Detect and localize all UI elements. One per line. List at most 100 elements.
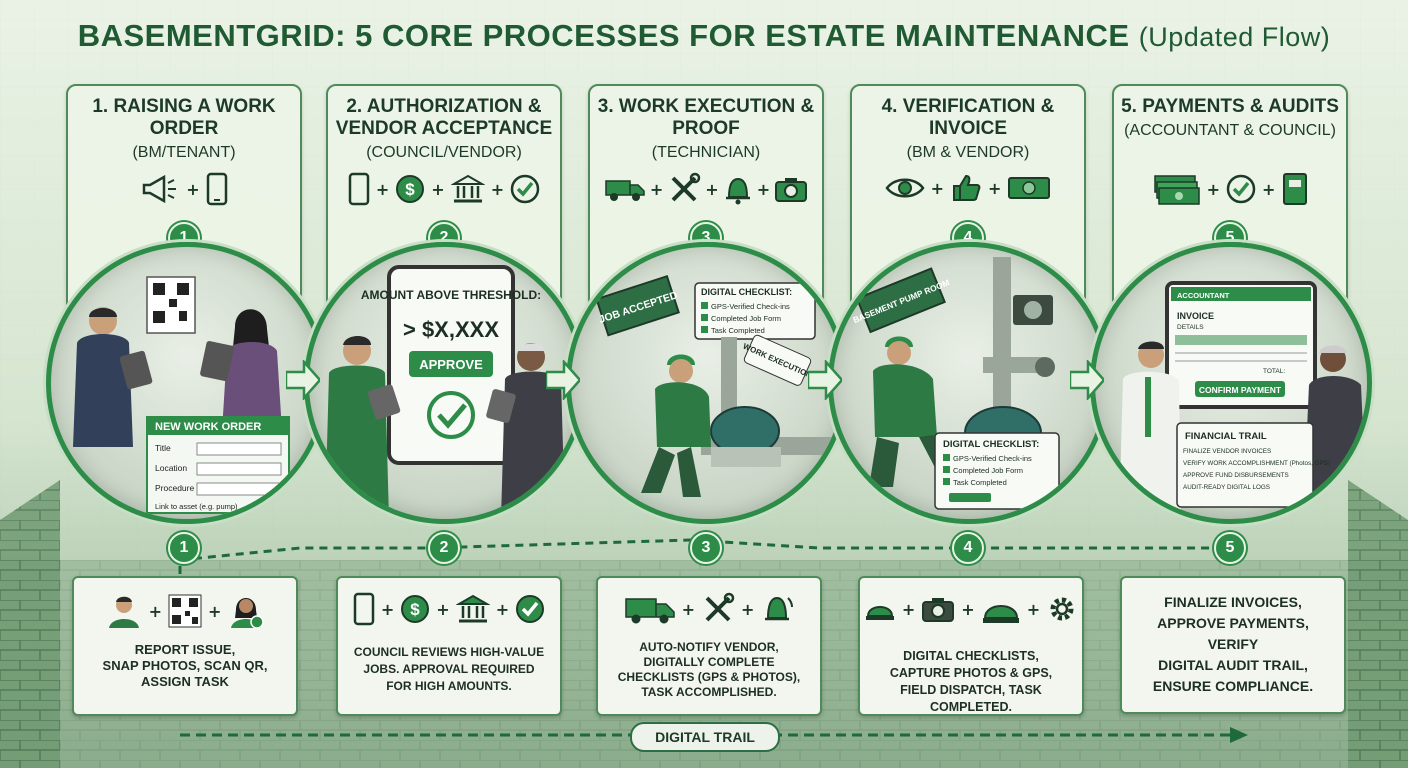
financial-trail-card — [1176, 422, 1314, 508]
approved-checkmark-icon — [427, 391, 475, 439]
trail-item: AUDIT-READY DIGITAL LOGS — [1183, 484, 1270, 491]
work-execution-bubble: WORK EXECUTION — [742, 334, 813, 386]
bank-icon — [450, 174, 485, 203]
monitor-header: ACCOUNTANT — [1177, 291, 1230, 300]
illustration-scene: BASEMENT PUMP ROOM DIGITAL CHECKLIST: GP… — [851, 257, 1060, 510]
step-summary-text: COUNCIL REVIEWS HIGH-VALUE JOBS. APPROVA… — [353, 645, 545, 693]
plus-sign: + — [1262, 179, 1276, 199]
trail-item: FINALIZE VENDOR INVOICES — [1183, 448, 1271, 455]
confirm-payment-button[interactable] — [1195, 381, 1285, 397]
illustration-scene: JOB ACCEPTED DIGITAL CHECKLIST: GPS-Veri… — [595, 274, 843, 497]
plus-sign: + — [431, 179, 445, 199]
threshold-label: AMOUNT ABOVE THRESHOLD: — [361, 288, 541, 302]
step-summary-text: REPORT ISSUE, SNAP PHOTOS, SCAN QR, ASSI… — [102, 642, 268, 689]
form-field-label: Title — [155, 443, 171, 453]
plus-sign: + — [930, 178, 944, 198]
technician-figure — [641, 354, 711, 497]
plus-sign: + — [756, 179, 771, 199]
plus-sign: + — [1206, 179, 1220, 199]
step-title-text: 2. AUTHORIZATION & VENDOR ACCEPTANCE — [335, 96, 553, 139]
plus-sign: + — [961, 599, 975, 619]
flow-arrow-4-to-5 — [1070, 360, 1104, 400]
invoice-total-label: TOTAL: — [1263, 368, 1285, 375]
plus-sign: + — [705, 179, 719, 199]
camera-icon — [922, 598, 955, 622]
approve-button-label: APPROVE — [419, 357, 483, 372]
title-input[interactable] — [196, 442, 282, 456]
step-icon-row: + + — [852, 172, 1084, 204]
step-summary-card-1: + + REPORT ISSUE, SNAP PHOTOS, SCAN QR, … — [72, 576, 298, 716]
svg-text:$: $ — [406, 180, 416, 199]
bell-icon — [765, 596, 794, 621]
approve-button[interactable] — [409, 351, 493, 377]
step-title-text: 5. PAYMENTS & AUDITS — [1121, 96, 1339, 117]
step-role: (BM/TENANT) — [132, 144, 236, 161]
flow-arrow-2-to-3 — [546, 360, 580, 400]
step-badge-bottom-5: 5 — [1214, 532, 1246, 564]
step-title: 3. WORK EXECUTION & PROOF (TECHNICIAN) — [596, 96, 816, 164]
summary-icon-row: + + + — [860, 592, 1082, 626]
van-icon — [624, 598, 675, 624]
step-icon-row: + — [68, 172, 300, 206]
step-badge-bottom-3: 3 — [690, 532, 722, 564]
procedure-input[interactable] — [196, 482, 282, 496]
step-illustration-3: JOB ACCEPTED DIGITAL CHECKLIST: GPS-Veri… — [566, 242, 848, 524]
step-summary-text: DIGITAL CHECKLISTS, CAPTURE PHOTOS & GPS… — [889, 649, 1053, 714]
bank-icon — [455, 594, 490, 623]
checklist-submit-button[interactable] — [949, 493, 991, 502]
step-icon-row: + + — [1114, 172, 1346, 206]
council-member-figure — [1303, 345, 1367, 519]
step-summary-card-5: FINALIZE INVOICES, APPROVE PAYMENTS, VER… — [1120, 576, 1346, 714]
tools-icon — [705, 592, 735, 622]
step-title: 1. RAISING A WORK ORDER (BM/TENANT) — [74, 96, 294, 164]
digital-checklist-card — [934, 432, 1060, 510]
manager-figure — [73, 307, 153, 447]
summary-icon-row: + $ + + — [338, 592, 560, 626]
svg-text:$: $ — [411, 600, 421, 619]
page-title: BASEMENTGRID: 5 CORE PROCESSES FOR ESTAT… — [0, 18, 1408, 54]
bell-icon — [725, 177, 750, 205]
title-sub: (Updated Flow) — [1138, 22, 1331, 52]
smartphone-icon — [206, 172, 227, 206]
step-badge-bottom-1: 1 — [168, 532, 200, 564]
step-icon-row: + + + — [590, 172, 822, 206]
checkbox-icons — [701, 302, 708, 333]
trail-item: APPROVE FUND DISBURSEMENTS — [1183, 472, 1289, 479]
checkmark-icon — [510, 174, 540, 204]
checklist-item: Completed Job Form — [953, 466, 1023, 475]
digital-trail-label: DIGITAL TRAIL — [630, 722, 780, 752]
plus-sign: + — [375, 179, 390, 199]
wall-camera-icon — [1013, 295, 1053, 325]
trail-item: VERIFY WORK ACCOMPLISHMENT (Photos, GPS) — [1183, 460, 1330, 467]
smartphone-icon — [353, 592, 375, 626]
checkbox-icons — [943, 454, 950, 485]
dollar-coin-icon: $ — [396, 175, 425, 203]
cash-icon — [1008, 177, 1051, 199]
step-icon-row: + $ + + — [328, 172, 560, 206]
invoice-table-header — [1175, 335, 1307, 345]
step-title: 5. PAYMENTS & AUDITS (ACCOUNTANT & COUNC… — [1120, 96, 1340, 142]
invoice-details-label: DETAILS — [1177, 324, 1204, 331]
location-input[interactable] — [196, 462, 282, 476]
plus-sign: + — [901, 599, 916, 619]
plus-sign: + — [490, 179, 505, 199]
title-main: BASEMENTGRID: 5 CORE PROCESSES FOR ESTAT… — [77, 18, 1130, 53]
checklist-item: GPS-Verified Check-ins — [953, 454, 1032, 463]
step-role: (ACCOUNTANT & COUNCIL) — [1124, 122, 1336, 139]
qr-code-icon — [153, 283, 189, 323]
summary-icon-row: + + — [74, 592, 296, 630]
checklist-header: DIGITAL CHECKLIST: — [943, 439, 1039, 450]
form-header-bar — [147, 417, 289, 435]
checkmark-icon — [516, 595, 545, 623]
gear-icon — [1050, 597, 1074, 621]
illustration-scene: NEW WORK ORDER Title Location Procedure … — [73, 276, 290, 514]
flow-arrow-3-to-4 — [808, 360, 842, 400]
step-illustration-2: AMOUNT ABOVE THRESHOLD: > $X,XXX APPROVE — [304, 242, 586, 524]
step-summary-card-3: + + AUTO-NOTIFY VENDOR, DIGITALLY COMPLE… — [596, 576, 822, 716]
plus-sign: + — [681, 599, 695, 619]
invoice-table-lines — [1175, 352, 1307, 362]
step-summary-text: AUTO-NOTIFY VENDOR, DIGITALLY COMPLETE C… — [617, 640, 801, 699]
checklist-header: DIGITAL CHECKLIST: — [701, 287, 792, 297]
vendor-figure — [486, 343, 565, 519]
camera-icon — [775, 178, 808, 202]
